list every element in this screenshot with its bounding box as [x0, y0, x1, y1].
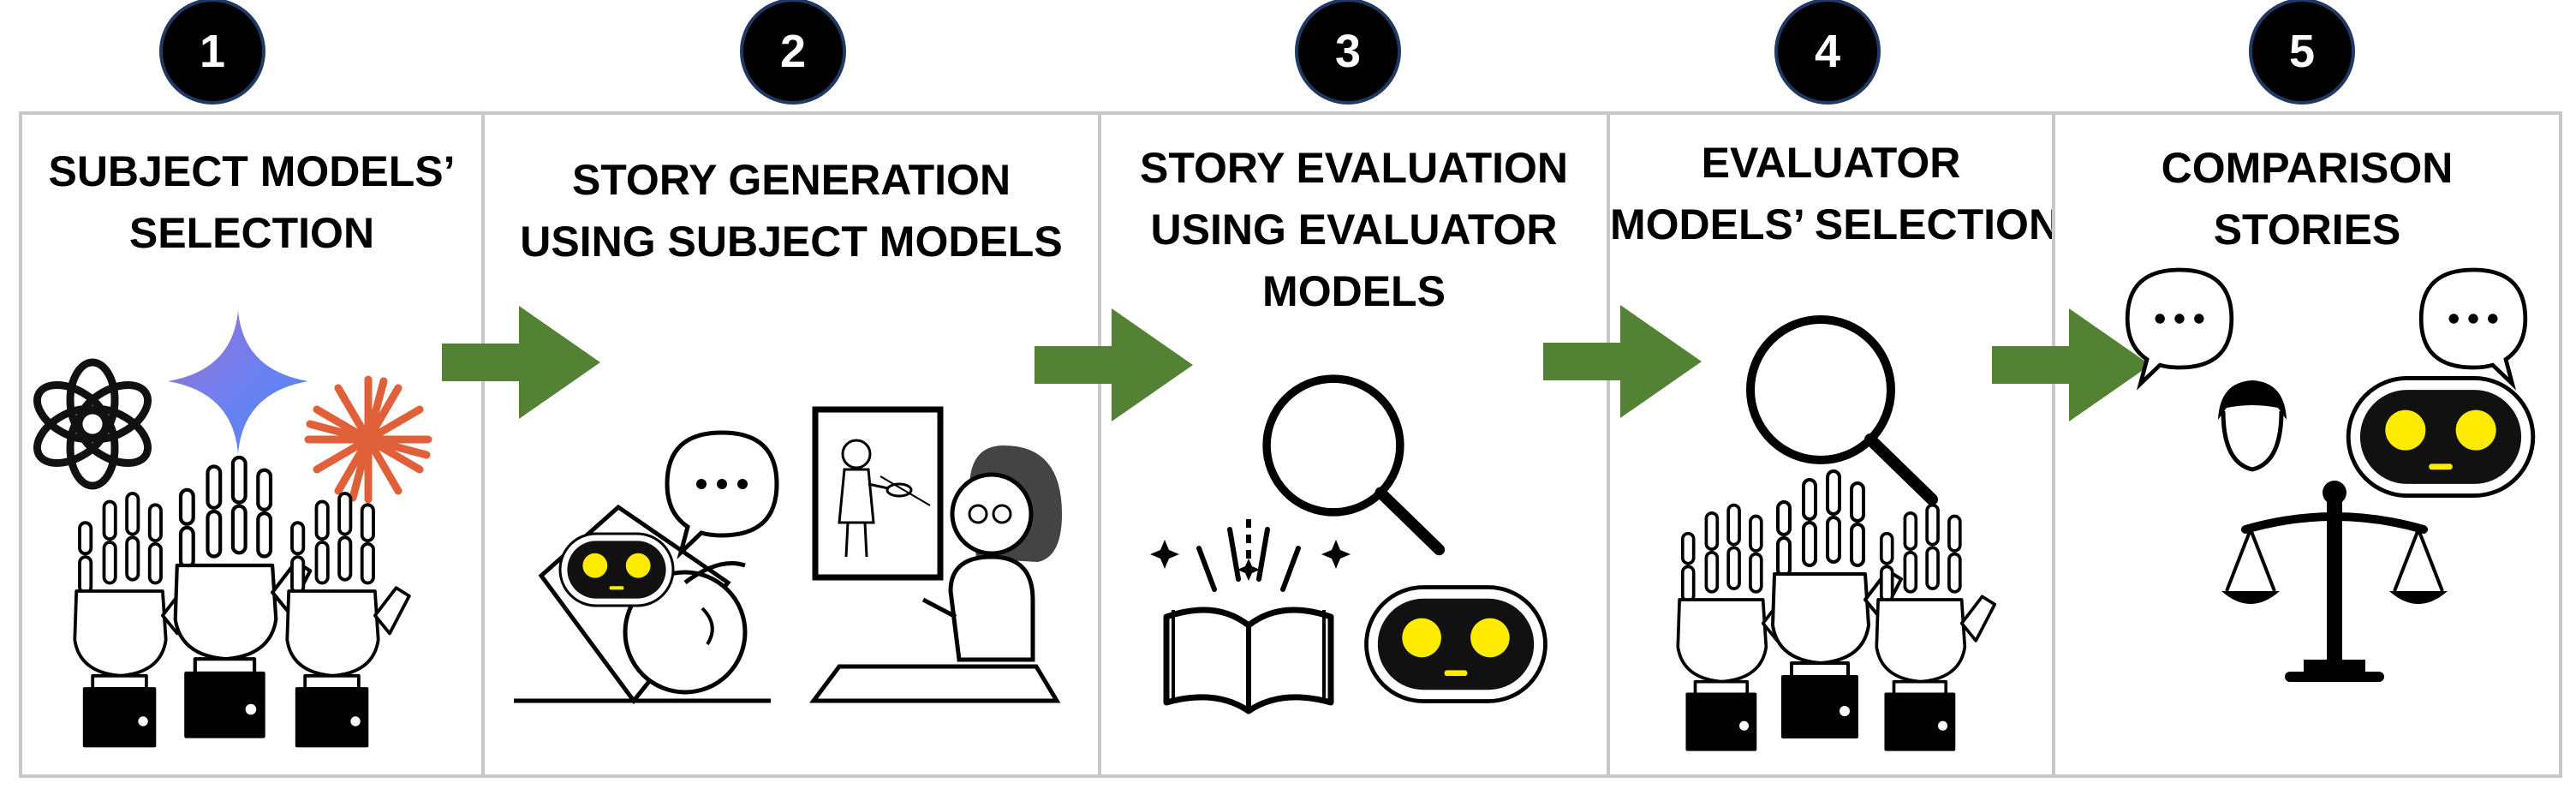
gemini-star-icon [168, 310, 308, 454]
robot-icon [1367, 588, 1546, 702]
painting-icon [812, 406, 944, 581]
step-badge-4: 4 [1774, 0, 1881, 105]
magnifier-icon-evaluator [1750, 320, 1932, 499]
step-badge-2: 2 [740, 0, 846, 105]
robot-icon-comparison [2348, 378, 2533, 495]
step-badge-5: 5 [2249, 0, 2355, 105]
open-book-icon [1150, 519, 1351, 714]
robotic-hands-icon [73, 457, 411, 748]
person-icon [809, 445, 1062, 703]
robot-writing-icon [514, 504, 771, 705]
claude-burst-icon [304, 375, 432, 504]
speech-bubble-human-icon [2127, 270, 2232, 384]
step-badge-1: 1 [159, 0, 265, 105]
magnifier-icon [1267, 379, 1439, 549]
openai-logo-icon [33, 358, 152, 490]
speech-bubble-icon [667, 433, 777, 553]
robotic-hands-icon-evaluator [1676, 469, 1997, 751]
panel-title-4: EVALUATOR MODELS’ SELECTION [1610, 139, 2060, 248]
step-badge-3: 3 [1295, 0, 1401, 105]
arrow-1-to-2 [442, 306, 600, 419]
speech-bubble-robot-icon [2421, 270, 2525, 384]
panel-title-3: STORY EVALUATION USING EVALUATOR MODELS [1139, 144, 1569, 315]
panel-title-2: STORY GENERATION USING SUBJECT MODELS [520, 156, 1063, 266]
panel-title-1: SUBJECT MODELS’ SELECTION [48, 147, 456, 257]
panel-title-5: COMPARISON STORIES [2161, 144, 2454, 254]
arrow-2-to-3 [1035, 308, 1193, 421]
human-face-icon [2218, 380, 2287, 472]
arrow-3-to-4 [1543, 305, 1702, 418]
balance-scale-icon [2221, 481, 2448, 682]
